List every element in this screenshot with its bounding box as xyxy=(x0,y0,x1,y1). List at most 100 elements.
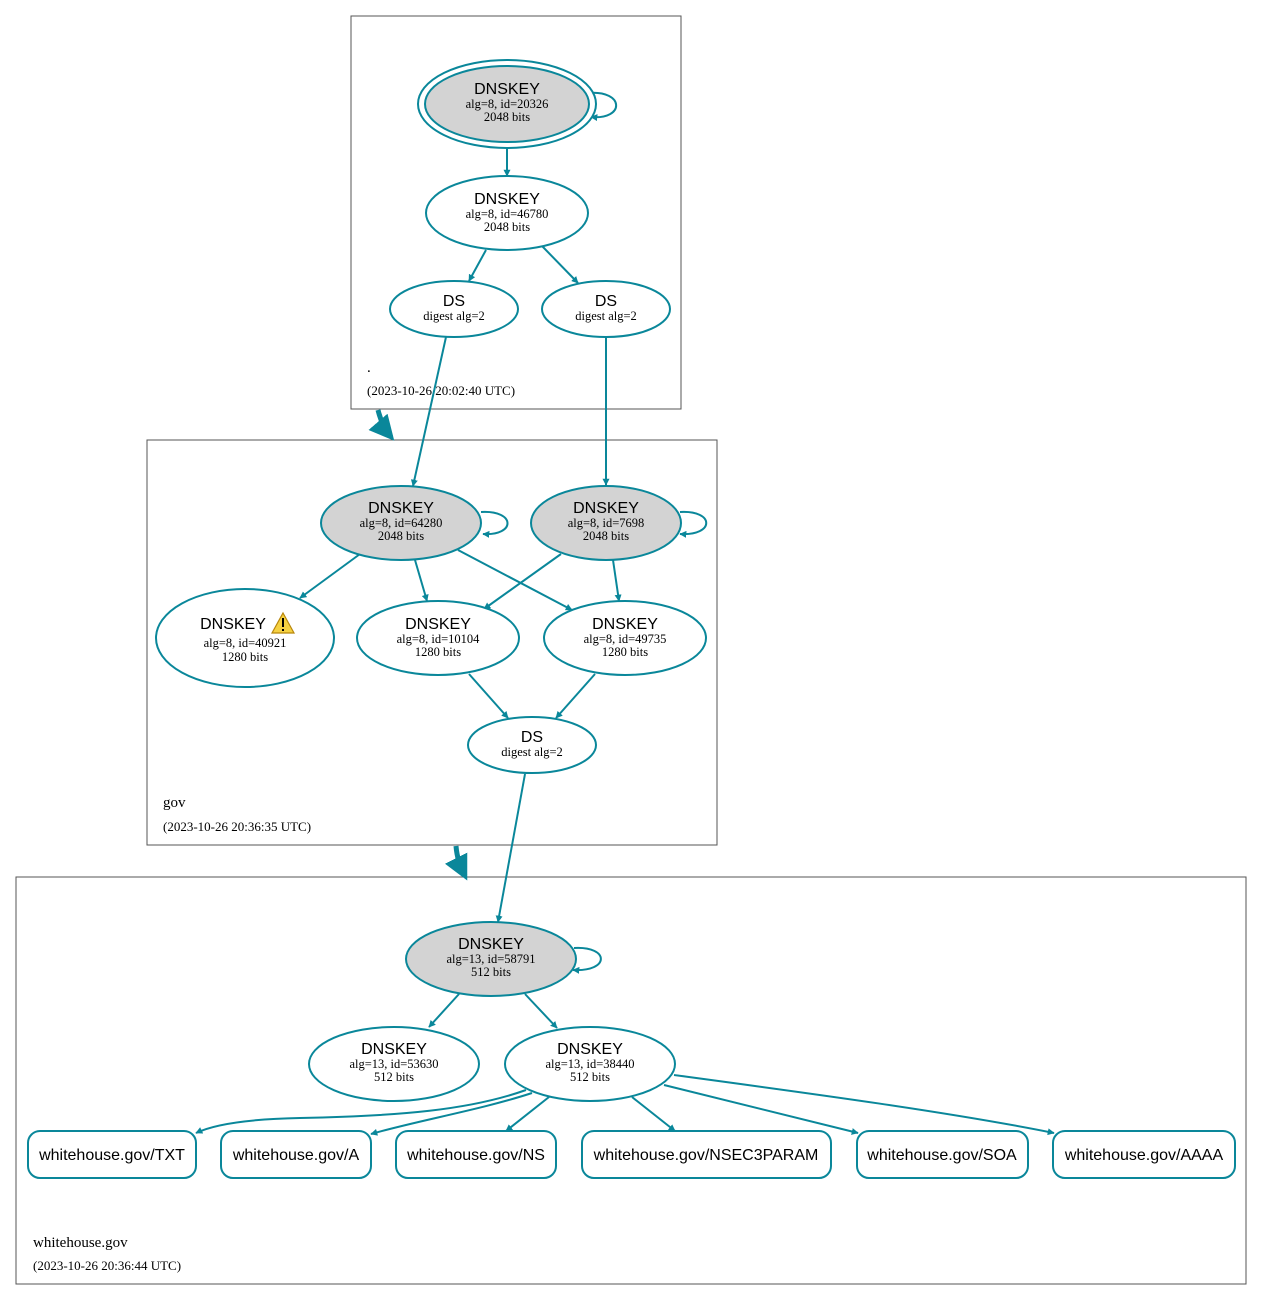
dnskey-node-gov-64280[interactable]: DNSKEY alg=8, id=64280 2048 bits xyxy=(320,485,482,561)
dnskey-node-gov-40921[interactable]: DNSKEY alg=8, id=40921 1280 bits xyxy=(155,588,335,688)
edge-wh-ksk-key38440 xyxy=(524,993,558,1029)
node-key-info: alg=8, id=7698 xyxy=(568,516,645,530)
zone-gov: gov (2023-10-26 20:36:35 UTC) xyxy=(146,439,718,846)
node-key-info: alg=13, id=53630 xyxy=(349,1057,438,1071)
node-digest-info: digest alg=2 xyxy=(575,309,637,323)
node-key-bits: 2048 bits xyxy=(583,529,629,543)
zone-root-box xyxy=(350,15,682,410)
rrset-label: whitehouse.gov/A xyxy=(232,1147,360,1164)
rrset-node-ns[interactable]: whitehouse.gov/NS xyxy=(395,1130,557,1179)
edge-wh-key38440-txt xyxy=(195,1089,527,1134)
node-type-label: DNSKEY xyxy=(458,936,524,953)
warning-icon[interactable] xyxy=(270,611,296,634)
node-key-bits: 1280 bits xyxy=(602,645,648,659)
node-key-info: alg=8, id=20326 xyxy=(466,97,549,111)
node-digest-info: digest alg=2 xyxy=(423,309,485,323)
zone-gov-name: gov xyxy=(163,795,186,811)
node-key-bits: 2048 bits xyxy=(484,220,530,234)
node-key-bits: 512 bits xyxy=(374,1070,414,1084)
rrset-node-nsec3param[interactable]: whitehouse.gov/NSEC3PARAM xyxy=(581,1130,832,1179)
edge-wh-key38440-soa xyxy=(663,1084,859,1135)
node-type-label: DNSKEY xyxy=(368,500,434,517)
node-type-label: DS xyxy=(443,293,465,310)
node-type-label: DNSKEY xyxy=(557,1041,623,1058)
node-key-bits: 512 bits xyxy=(570,1070,610,1084)
edge-wh-key38440-a xyxy=(370,1092,533,1136)
node-digest-info: digest alg=2 xyxy=(501,745,563,759)
edge-root-zsk-ds2 xyxy=(541,245,579,284)
delegation-arrow-root-gov xyxy=(368,409,395,441)
ds-node-root-2[interactable]: DS digest alg=2 xyxy=(541,280,671,338)
rrset-node-txt[interactable]: whitehouse.gov/TXT xyxy=(27,1130,197,1179)
zone-whitehouse: whitehouse.gov (2023-10-26 20:36:44 UTC) xyxy=(15,876,1247,1285)
edge-self-gov-ksk1 xyxy=(480,510,509,538)
rrset-label: whitehouse.gov/SOA xyxy=(866,1147,1017,1164)
edge-wh-ksk-key53630 xyxy=(428,993,460,1028)
node-type-label: DNSKEY xyxy=(573,500,639,517)
node-type-label: DS xyxy=(595,293,617,310)
ds-node-root-1[interactable]: DS digest alg=2 xyxy=(389,280,519,338)
rrset-label: whitehouse.gov/NS xyxy=(406,1147,545,1164)
zone-root-timestamp: (2023-10-26 20:02:40 UTC) xyxy=(367,383,515,398)
edge-gov-key49735-ds xyxy=(555,673,596,719)
edge-gov-ksk2-key49735 xyxy=(612,559,622,602)
edge-wh-key38440-nsec3param xyxy=(631,1096,676,1132)
node-type-label: DNSKEY xyxy=(361,1041,427,1058)
zone-gov-timestamp: (2023-10-26 20:36:35 UTC) xyxy=(163,819,311,834)
edge-root-zsk-ds1 xyxy=(468,249,487,282)
edge-root-ds1-gov-ksk1 xyxy=(410,336,447,487)
zone-root: . (2023-10-26 20:02:40 UTC) xyxy=(350,15,682,410)
node-type-label: DNSKEY xyxy=(592,616,658,633)
rrset-node-soa[interactable]: whitehouse.gov/SOA xyxy=(856,1130,1029,1179)
edge-wh-key38440-aaaa xyxy=(673,1074,1055,1136)
dnskey-node-whitehouse-58791[interactable]: DNSKEY alg=13, id=58791 512 bits xyxy=(405,921,577,997)
dnskey-node-root-zsk[interactable]: DNSKEY alg=8, id=46780 2048 bits xyxy=(425,175,589,251)
zone-whitehouse-timestamp: (2023-10-26 20:36:44 UTC) xyxy=(33,1258,181,1273)
rrset-node-aaaa[interactable]: whitehouse.gov/AAAA xyxy=(1052,1130,1236,1179)
zone-gov-box xyxy=(146,439,718,846)
node-type-label: DNSKEY xyxy=(474,191,540,208)
dnskey-node-gov-7698[interactable]: DNSKEY alg=8, id=7698 2048 bits xyxy=(530,485,682,561)
node-key-bits: 2048 bits xyxy=(378,529,424,543)
delegation-arrow-gov-whitehouse xyxy=(444,845,468,881)
node-type-label: DNSKEY xyxy=(200,616,266,633)
ds-node-gov[interactable]: DS digest alg=2 xyxy=(467,716,597,774)
rrset-label: whitehouse.gov/AAAA xyxy=(1064,1147,1224,1164)
rrset-label: whitehouse.gov/TXT xyxy=(38,1147,185,1164)
edge-wh-key38440-ns xyxy=(505,1096,550,1132)
node-type-label: DNSKEY xyxy=(405,616,471,633)
node-key-info: alg=8, id=64280 xyxy=(360,516,443,530)
edge-self-root-ksk xyxy=(587,91,618,122)
node-key-bits: 2048 bits xyxy=(484,110,530,124)
edge-gov-key10104-ds xyxy=(468,673,509,719)
zone-whitehouse-box xyxy=(15,876,1247,1285)
node-key-bits: 1280 bits xyxy=(415,645,461,659)
edge-gov-ksk1-key10104 xyxy=(414,559,429,602)
zone-whitehouse-name: whitehouse.gov xyxy=(33,1235,128,1251)
node-key-info: alg=8, id=49735 xyxy=(584,632,667,646)
node-key-info: alg=8, id=10104 xyxy=(397,632,481,646)
edge-gov-ksk1-key40921 xyxy=(299,553,361,599)
dnskey-node-whitehouse-53630[interactable]: DNSKEY alg=13, id=53630 512 bits xyxy=(308,1026,480,1102)
dnskey-node-whitehouse-38440[interactable]: DNSKEY alg=13, id=38440 512 bits xyxy=(504,1026,676,1102)
node-key-info: alg=13, id=38440 xyxy=(545,1057,634,1071)
rrset-node-a[interactable]: whitehouse.gov/A xyxy=(220,1130,372,1179)
dnskey-node-root-ksk[interactable]: DNSKEY alg=8, id=20326 2048 bits xyxy=(417,59,597,149)
node-type-label: DNSKEY xyxy=(474,81,540,98)
node-key-bits: 1280 bits xyxy=(222,650,268,664)
dnskey-node-gov-49735[interactable]: DNSKEY alg=8, id=49735 1280 bits xyxy=(543,600,707,676)
zone-root-name: . xyxy=(367,360,371,376)
dnskey-node-gov-10104[interactable]: DNSKEY alg=8, id=10104 1280 bits xyxy=(356,600,520,676)
node-key-bits: 512 bits xyxy=(471,965,511,979)
node-key-info: alg=13, id=58791 xyxy=(446,952,535,966)
edge-self-wh-ksk xyxy=(572,946,602,974)
node-key-info: alg=8, id=46780 xyxy=(466,207,549,221)
edge-gov-ksk2-key10104 xyxy=(483,553,562,610)
edge-gov-ksk1-key49735 xyxy=(457,549,573,611)
rrset-label: whitehouse.gov/NSEC3PARAM xyxy=(593,1147,819,1164)
edge-gov-ds-wh-ksk xyxy=(495,773,526,923)
node-type-label: DS xyxy=(521,729,543,746)
node-key-info: alg=8, id=40921 xyxy=(204,636,287,650)
edge-self-gov-ksk2 xyxy=(679,510,708,538)
